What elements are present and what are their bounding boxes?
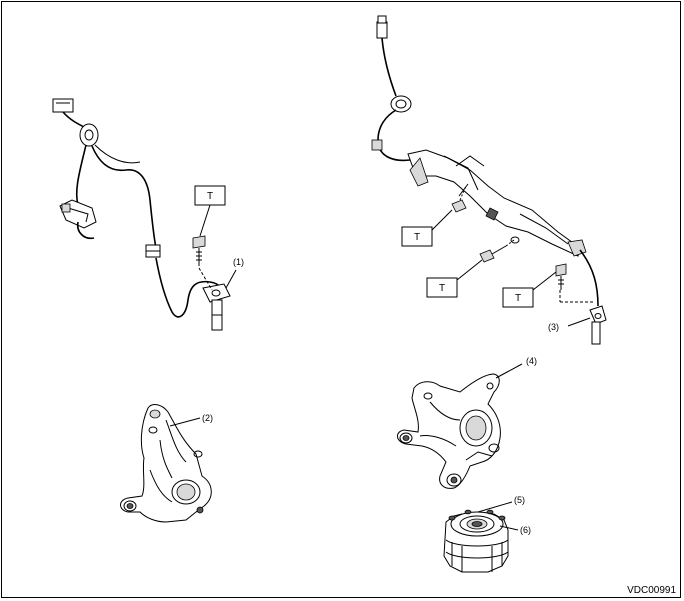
sensor-bolt — [192, 235, 206, 249]
torque-box-4: T — [502, 271, 557, 308]
callout-1: (1) — [233, 257, 244, 267]
harness-connector — [52, 98, 74, 113]
svg-text:T: T — [439, 283, 445, 294]
front-knuckle — [120, 404, 212, 523]
callout-2: (2) — [202, 413, 213, 423]
torque-box-3: T — [426, 259, 483, 298]
front-abs-sensor-harness — [52, 98, 237, 331]
callout-5: (5) — [514, 495, 525, 505]
front-abs-sensor — [202, 283, 231, 303]
torque-label: T — [207, 191, 213, 202]
rear-knuckle — [397, 363, 523, 489]
torque-box-2: T — [401, 209, 453, 247]
bracket-bolt-2 — [479, 249, 495, 263]
svg-text:T: T — [515, 293, 521, 304]
hub-unit-bearing — [443, 501, 519, 573]
callout-6: (6) — [520, 525, 531, 535]
rear-abs-sensor — [589, 305, 607, 325]
rear-abs-sensor-harness — [371, 15, 607, 345]
rear-harness-bracket — [407, 149, 581, 257]
svg-text:T: T — [414, 232, 420, 243]
figure-code: VDC00991 — [627, 585, 676, 596]
torque-box-1: T — [194, 185, 226, 237]
rear-harness-connector — [376, 21, 388, 39]
callout-4: (4) — [526, 356, 537, 366]
rear-harness-grommet — [390, 95, 412, 113]
bracket-bolt-1 — [451, 199, 467, 213]
callout-3: (3) — [548, 322, 559, 332]
harness-grommet — [79, 123, 99, 147]
sensor-bolt-rear — [555, 263, 567, 277]
